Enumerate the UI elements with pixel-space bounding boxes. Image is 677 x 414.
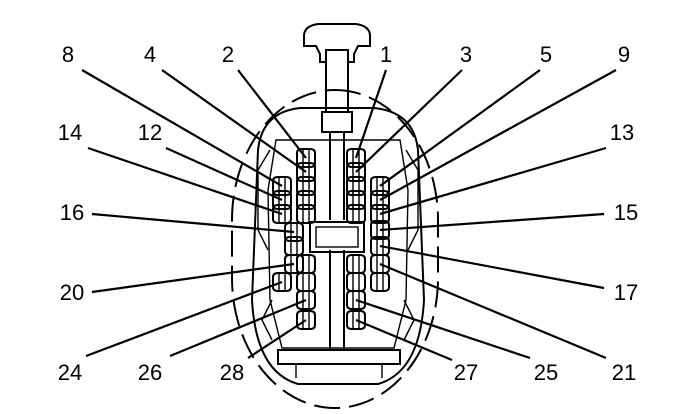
terminal-label-12: 12 — [138, 120, 162, 145]
terminal-label-13: 13 — [610, 120, 634, 145]
terminal-cavity-27 — [346, 310, 366, 330]
stem-collar — [321, 111, 353, 133]
terminal-label-3: 3 — [460, 42, 472, 67]
leader-line-15 — [379, 212, 605, 232]
terminal-label-16: 16 — [60, 200, 84, 225]
leader-line-14 — [87, 146, 283, 216]
housing-inner-cavity — [267, 139, 409, 349]
terminal-label-27: 27 — [454, 360, 478, 385]
leader-line-27 — [355, 318, 453, 362]
leader-line-16 — [91, 212, 295, 234]
leader-line-26 — [169, 298, 307, 358]
housing-dashed-outline — [231, 89, 439, 409]
terminal-label-9: 9 — [618, 42, 630, 67]
terminal-label-14: 14 — [58, 120, 82, 145]
center-block-outer — [309, 221, 365, 253]
right-lower-rib — [403, 299, 415, 341]
leader-line-12 — [165, 146, 283, 202]
terminal-label-8: 8 — [62, 42, 74, 67]
terminal-cavity-21 — [370, 254, 390, 274]
housing-shell — [250, 107, 426, 385]
cavity-empty — [296, 272, 316, 292]
leader-line-3 — [355, 69, 463, 173]
leader-line-9 — [379, 69, 617, 201]
bottom-lock-bar — [277, 349, 401, 365]
t-handle — [303, 23, 371, 63]
leader-line-5 — [379, 69, 541, 187]
terminal-label-4: 4 — [144, 42, 156, 67]
leader-line-17 — [379, 244, 605, 290]
cavity-empty — [346, 272, 366, 292]
cavity-empty — [346, 204, 366, 224]
terminal-cavities — [272, 148, 390, 330]
left-latch — [257, 149, 271, 251]
leader-line-28 — [247, 319, 307, 359]
terminal-cavity-3 — [346, 162, 366, 182]
center-block-inner — [315, 226, 359, 248]
cavity-empty — [296, 254, 316, 274]
leader-line-1 — [354, 69, 388, 159]
terminal-label-2: 2 — [222, 42, 234, 67]
terminal-label-21: 21 — [612, 360, 636, 385]
terminal-label-28: 28 — [220, 360, 244, 385]
terminal-cavity-4 — [296, 162, 316, 182]
leader-lines — [81, 69, 617, 362]
cavity-empty — [370, 272, 390, 292]
terminal-label-17: 17 — [614, 280, 638, 305]
bottom-lock-tabs — [295, 364, 383, 378]
leader-line-4 — [161, 69, 307, 173]
leader-line-25 — [355, 298, 531, 360]
leader-line-2 — [237, 69, 307, 159]
terminal-label-25: 25 — [534, 360, 558, 385]
terminal-label-26: 26 — [138, 360, 162, 385]
terminal-label-24: 24 — [58, 360, 82, 385]
terminal-cavity-28 — [296, 310, 316, 330]
central-stem — [325, 50, 349, 112]
leader-line-8 — [81, 69, 283, 187]
cavity-empty — [346, 254, 366, 274]
terminal-label-20: 20 — [60, 280, 84, 305]
terminal-cavity-26 — [296, 290, 316, 310]
terminal-label-15: 15 — [614, 200, 638, 225]
right-latch — [405, 149, 419, 251]
leader-line-24 — [85, 280, 283, 358]
leader-line-20 — [91, 262, 295, 294]
stem-lower — [329, 132, 345, 350]
leader-line-21 — [379, 262, 607, 360]
left-lower-rib — [261, 299, 273, 341]
terminal-label-5: 5 — [540, 42, 552, 67]
leader-line-13 — [379, 146, 607, 216]
terminal-label-1: 1 — [380, 42, 392, 67]
